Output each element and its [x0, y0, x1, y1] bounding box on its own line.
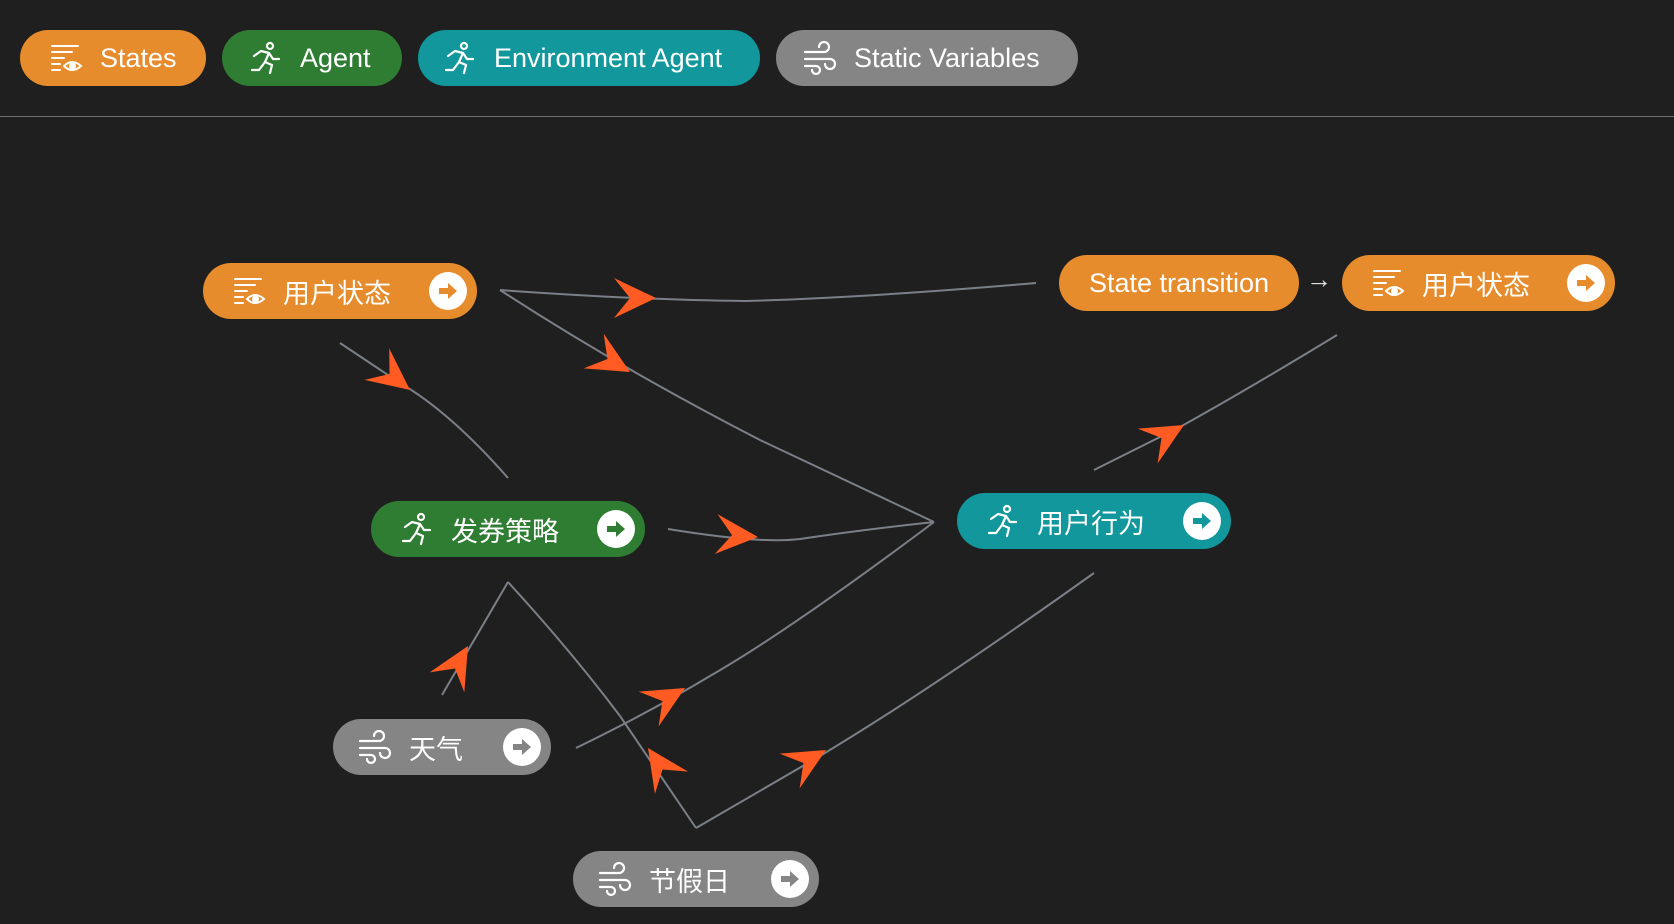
- node-user-state-go-button[interactable]: [429, 272, 467, 310]
- wind-icon: [357, 729, 393, 765]
- edge-arrowhead: [1137, 425, 1184, 464]
- legend-states-chip[interactable]: States: [20, 30, 206, 86]
- running-person-icon: [399, 511, 435, 547]
- edge-arrowhead: [779, 750, 826, 789]
- node-holiday-label: 节假日: [649, 866, 730, 897]
- legend-agent-chip[interactable]: Agent: [222, 30, 402, 86]
- arrow-right-circle-icon: [1577, 275, 1595, 291]
- legend-states-label: States: [100, 42, 177, 73]
- node-weather[interactable]: 天气: [333, 719, 551, 775]
- arrow-right-circle-icon: [607, 521, 625, 537]
- states-icon: [231, 273, 267, 309]
- edge-user-behavior-to-next-state: [1093, 334, 1338, 471]
- arrow-right-circle-icon: [781, 871, 799, 887]
- states-icon: [1370, 265, 1406, 301]
- arrow-right-circle-icon: [513, 739, 531, 755]
- edge-coupon-strategy-to-user-behavior: [667, 521, 935, 542]
- edge-arrowhead: [364, 348, 410, 390]
- node-weather-label: 天气: [409, 734, 463, 765]
- node-holiday[interactable]: 节假日: [573, 851, 819, 907]
- edge-arrowhead: [583, 333, 630, 372]
- states-icon: [48, 40, 84, 76]
- edge-holiday-to-coupon-strategy: [507, 581, 697, 829]
- edge-user-state-to-state-transition: [499, 282, 1037, 303]
- node-user-behavior-go-button[interactable]: [1183, 502, 1221, 540]
- node-holiday-go-button[interactable]: [771, 860, 809, 898]
- node-next-user-state[interactable]: 用户状态: [1342, 255, 1615, 311]
- legend-bar: States Agent Environment Agent Static Va…: [0, 0, 1674, 117]
- edge-user-state-to-coupon-strategy: [339, 342, 509, 479]
- edge-arrowhead: [648, 748, 689, 795]
- legend-environment-agent-label: Environment Agent: [494, 42, 723, 73]
- state-transition-chip[interactable]: State transition: [1059, 255, 1299, 311]
- state-transition-label: State transition: [1088, 267, 1270, 298]
- wind-icon: [597, 861, 633, 897]
- edge-arrowhead: [638, 688, 685, 727]
- legend-environment-agent-chip[interactable]: Environment Agent: [418, 30, 760, 86]
- legend-static-variables-label: Static Variables: [854, 42, 1040, 73]
- node-user-state-label: 用户状态: [283, 278, 391, 309]
- transition-arrow: →: [1306, 264, 1332, 294]
- node-next-user-state-label: 用户状态: [1422, 270, 1530, 301]
- running-person-icon: [985, 503, 1021, 539]
- node-weather-go-button[interactable]: [503, 728, 541, 766]
- node-user-behavior-label: 用户行为: [1037, 508, 1145, 539]
- node-coupon-strategy-go-button[interactable]: [597, 510, 635, 548]
- node-user-state[interactable]: 用户状态: [203, 263, 477, 319]
- edge-holiday-to-user-behavior: [695, 572, 1095, 829]
- arrow-right-circle-icon: [1193, 513, 1211, 529]
- edge-user-state-to-user-behavior: [499, 289, 935, 523]
- node-coupon-strategy-label: 发券策略: [451, 516, 559, 547]
- node-next-user-state-go-button[interactable]: [1567, 264, 1605, 302]
- edge-arrowhead: [614, 278, 656, 318]
- wind-icon: [802, 40, 838, 76]
- arrow-right-circle-icon: [439, 283, 457, 299]
- node-user-behavior[interactable]: 用户行为: [957, 493, 1231, 549]
- running-person-icon: [442, 40, 478, 76]
- edge-arrowhead: [429, 646, 468, 693]
- node-coupon-strategy[interactable]: 发券策略: [371, 501, 645, 557]
- edge-weather-to-coupon-strategy: [441, 581, 509, 696]
- legend-agent-label: Agent: [300, 42, 371, 73]
- running-person-icon: [248, 40, 284, 76]
- edge-weather-to-user-behavior: [575, 521, 935, 749]
- edge-arrowhead: [714, 514, 758, 555]
- legend-static-variables-chip[interactable]: Static Variables: [776, 30, 1078, 86]
